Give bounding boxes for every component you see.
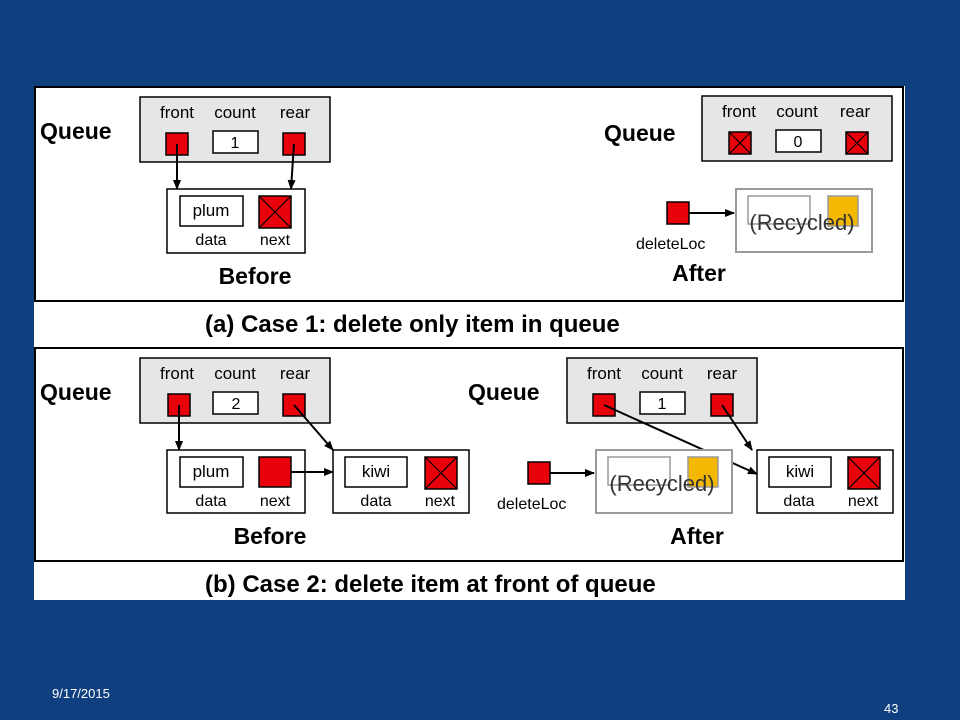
- case-1-panel: Queue front count rear 1 plum data next …: [34, 86, 904, 302]
- case-1-caption: (a) Case 1: delete only item in queue: [205, 311, 620, 338]
- node-1-next-pointer: [258, 456, 292, 488]
- rear-header: rear: [707, 364, 738, 383]
- front-header: front: [160, 364, 194, 383]
- before-title: Before: [219, 263, 292, 289]
- delete-loc-pointer: [666, 201, 690, 225]
- null-cross-2: [847, 456, 881, 490]
- null-cross-2: [728, 131, 752, 155]
- slide-page-number: 43: [884, 701, 899, 716]
- node-2-data-label: data: [360, 493, 391, 510]
- count-value: 2: [232, 396, 241, 413]
- case-2-after: Queue front count rear 1 deleteLoc (Recy…: [468, 357, 894, 549]
- node-value: kiwi: [786, 462, 814, 481]
- rear-arrow: [287, 143, 296, 190]
- front-header: front: [160, 103, 194, 122]
- count-value: 1: [231, 135, 240, 152]
- rear-arrow: [293, 404, 334, 451]
- node-2-data-field: [344, 456, 408, 488]
- node-1-value: plum: [193, 462, 230, 481]
- after-title: After: [670, 523, 724, 549]
- count-value: 1: [658, 396, 667, 413]
- next-label: next: [848, 493, 879, 510]
- recycled-data-field: [607, 456, 671, 486]
- null-cross-2: [258, 195, 292, 229]
- count-header: count: [214, 364, 256, 383]
- count-box: [212, 130, 259, 154]
- node-1-data-label: data: [195, 493, 226, 510]
- count-value: 0: [794, 134, 803, 151]
- delete-loc-pointer: [527, 461, 551, 485]
- rear-header: rear: [280, 364, 311, 383]
- case-2-panel: Queue front count rear 2 plum data next …: [34, 347, 904, 562]
- node-1-next-label: next: [260, 493, 291, 510]
- case-2-caption: (b) Case 2: delete item at front of queu…: [205, 571, 656, 598]
- queue-label: Queue: [40, 379, 112, 405]
- after-title: After: [672, 260, 726, 286]
- delete-loc-label: deleteLoc: [497, 496, 566, 513]
- count-header: count: [214, 103, 256, 122]
- case-2-before: Queue front count rear 2 plum data next …: [40, 357, 470, 549]
- count-box: [639, 391, 686, 415]
- count-box: [775, 129, 822, 153]
- case-1-after: Queue front count rear 0 deleteLoc (Recy…: [604, 95, 893, 286]
- data-label: data: [783, 493, 814, 510]
- rear-to-kiwi-arrow: [721, 404, 753, 451]
- recycled-label: (Recycled): [609, 471, 714, 496]
- queue-label: Queue: [604, 120, 676, 146]
- node-2-value: kiwi: [362, 462, 390, 481]
- rear-header: rear: [280, 103, 311, 122]
- recycled-data-field: [747, 195, 811, 225]
- recycled-next-field: [827, 195, 859, 227]
- data-field: [768, 456, 832, 488]
- null-cross-4: [845, 131, 869, 155]
- null-cross-2: [424, 456, 458, 490]
- before-title: Before: [234, 523, 307, 549]
- front-header: front: [722, 102, 756, 121]
- data-label: data: [195, 232, 226, 249]
- recycled-label: (Recycled): [749, 210, 854, 235]
- recycled-next-field: [687, 456, 719, 488]
- front-header: front: [587, 364, 621, 383]
- count-box: [212, 391, 259, 415]
- node-value: plum: [193, 201, 230, 220]
- queue-label: Queue: [468, 379, 540, 405]
- count-header: count: [641, 364, 683, 383]
- data-field: [179, 195, 244, 227]
- case-1-before: Queue front count rear 1 plum data next …: [40, 96, 331, 289]
- rear-header: rear: [840, 102, 871, 121]
- delete-loc-label: deleteLoc: [636, 236, 705, 253]
- next-label: next: [260, 232, 291, 249]
- node-1-data-field: [179, 456, 244, 488]
- count-header: count: [776, 102, 818, 121]
- queue-label: Queue: [40, 118, 112, 144]
- slide-date: 9/17/2015: [52, 686, 110, 701]
- node-2-next-label: next: [425, 493, 456, 510]
